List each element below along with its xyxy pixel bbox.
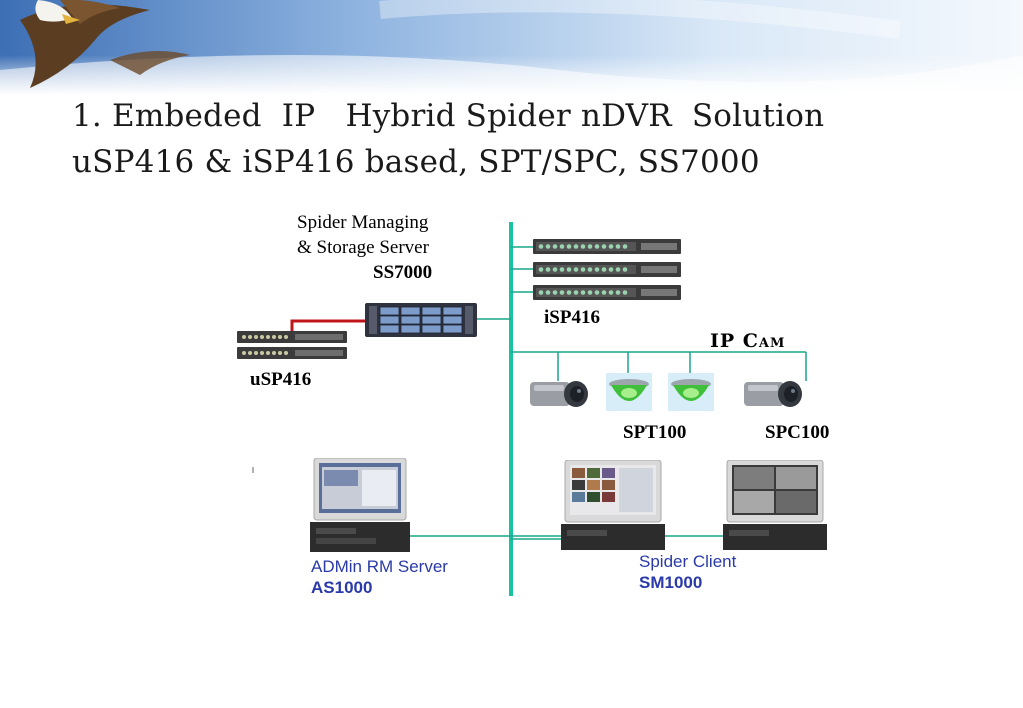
client-workstation	[561, 460, 665, 550]
admin-server-workstation	[310, 458, 410, 552]
isp416-label: iSP416	[544, 307, 600, 328]
box-camera-icon	[530, 381, 588, 407]
ipcam-label: IP Cam	[710, 330, 786, 352]
isp416-units	[533, 239, 681, 300]
usp416-label: uSP416	[250, 369, 312, 390]
usp416-units	[237, 331, 347, 359]
link-usp-red	[290, 319, 367, 333]
dome-camera-icon	[668, 373, 714, 411]
ss7000-server	[365, 303, 477, 337]
server-desc-line1: Spider Managing	[297, 212, 429, 233]
server-desc-line2: & Storage Server	[297, 237, 429, 258]
spc100-label: SPC100	[765, 422, 830, 443]
slide-subtitle: uSP416 & iSP416 based, SPT/SPC, SS7000	[72, 144, 760, 180]
client-name: Spider Client	[639, 552, 737, 571]
client-model: SM1000	[639, 573, 703, 592]
header-banner	[0, 0, 1023, 95]
slide-title: 1. Embeded IP Hybrid Spider nDVR Solutio…	[72, 98, 825, 134]
client-workstation	[723, 460, 827, 550]
admin-server-model: AS1000	[311, 578, 373, 597]
dome-camera-icon	[606, 373, 652, 411]
box-camera-icon	[744, 381, 802, 407]
server-model-label: SS7000	[373, 262, 433, 283]
admin-server-name: ADMin RM Server	[311, 557, 448, 576]
eagle-icon	[20, 0, 190, 88]
spt100-label: SPT100	[623, 422, 687, 443]
